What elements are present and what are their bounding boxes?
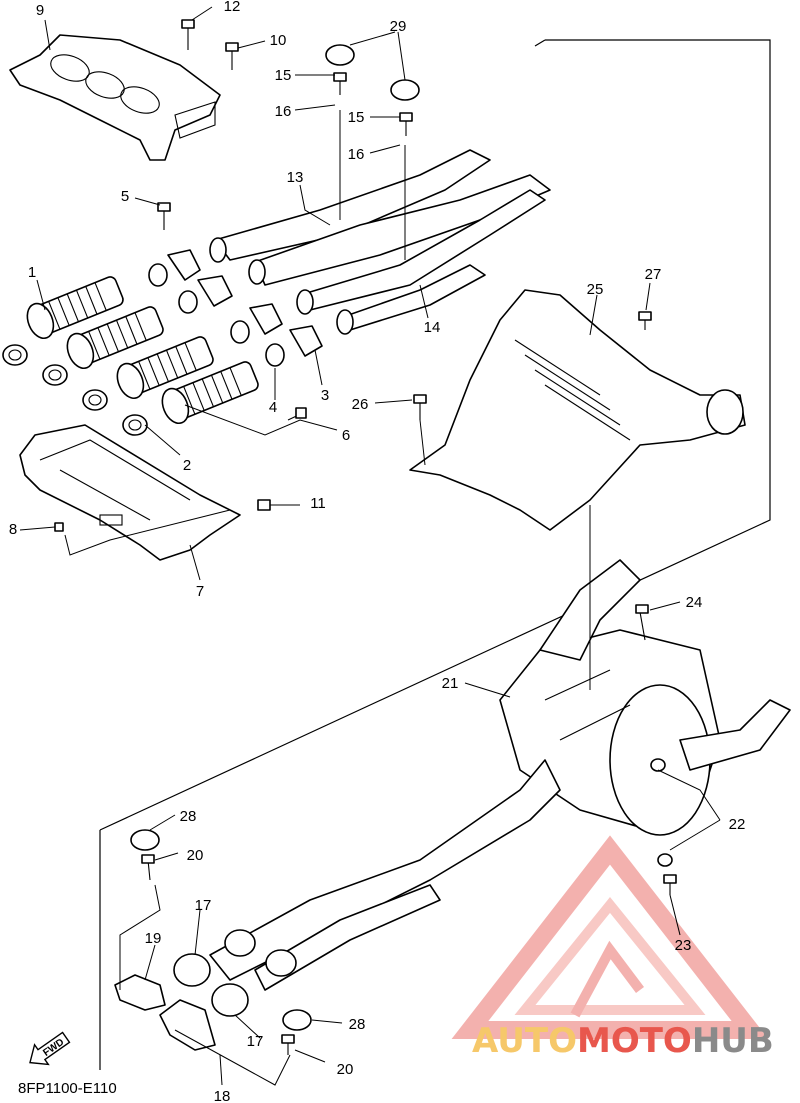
part-2-gaskets <box>2 344 148 436</box>
callout-8: 8 <box>9 521 17 538</box>
rear-pipe <box>209 759 561 991</box>
callout-14: 14 <box>424 319 441 336</box>
bolts <box>54 19 677 1055</box>
callout-27: 27 <box>645 266 662 283</box>
callout-15a: 15 <box>275 67 292 84</box>
callout-7: 7 <box>196 583 204 600</box>
callout-19: 19 <box>145 930 162 947</box>
watermark-text: AUTOMOTOHUB <box>472 1021 774 1061</box>
watermark-part-2: MOTO <box>577 1021 692 1061</box>
diagram-code: 8FP1100-E110 <box>18 1080 117 1097</box>
callout-29: 29 <box>390 18 407 35</box>
part-9-heat-shield <box>9 34 221 161</box>
part-1-header-tubes <box>26 276 259 425</box>
callout-5: 5 <box>121 188 129 205</box>
callout-3: 3 <box>321 387 329 404</box>
callout-20a: 20 <box>187 847 204 864</box>
callout-28a: 28 <box>180 808 197 825</box>
callout-11: 11 <box>310 495 326 512</box>
callout-25: 25 <box>587 281 604 298</box>
caps <box>130 44 420 1031</box>
leader-lines <box>19 6 721 1086</box>
callout-numbers: 1 2 3 4 5 6 7 8 9 10 11 12 13 14 15 15 1… <box>9 0 746 1103</box>
part-3-4-clamps <box>148 249 323 367</box>
callout-26: 26 <box>352 396 369 413</box>
callout-12: 12 <box>224 0 241 15</box>
callout-16a: 16 <box>275 103 292 120</box>
callout-23: 23 <box>675 937 692 954</box>
callout-28b: 28 <box>349 1016 366 1033</box>
callout-22: 22 <box>729 816 746 833</box>
callout-24: 24 <box>686 594 703 611</box>
watermark-logo <box>451 835 769 1039</box>
part-25-rear-shield <box>409 289 746 531</box>
part-17-19-clamps <box>114 953 249 1051</box>
callout-10: 10 <box>270 32 287 49</box>
callout-17b: 17 <box>247 1033 264 1050</box>
callout-21: 21 <box>442 675 459 692</box>
callout-2: 2 <box>183 457 191 474</box>
part-13-14-pipes <box>209 149 551 335</box>
callout-4: 4 <box>269 399 277 416</box>
callout-9: 9 <box>36 2 44 19</box>
callout-18: 18 <box>214 1088 231 1103</box>
boundary-lines <box>99 39 771 1070</box>
part-7-lower-shield <box>19 424 241 561</box>
watermark-part-3: HUB <box>692 1021 774 1061</box>
callout-15b: 15 <box>348 109 365 126</box>
callout-20b: 20 <box>337 1061 354 1078</box>
watermark-part-1: AUTO <box>472 1021 577 1061</box>
callout-13: 13 <box>287 169 304 186</box>
callout-16b: 16 <box>348 146 365 163</box>
callout-1: 1 <box>28 264 36 281</box>
callout-17a: 17 <box>195 897 212 914</box>
fwd-arrow-icon: FWD <box>29 1031 71 1066</box>
callout-6: 6 <box>342 427 350 444</box>
